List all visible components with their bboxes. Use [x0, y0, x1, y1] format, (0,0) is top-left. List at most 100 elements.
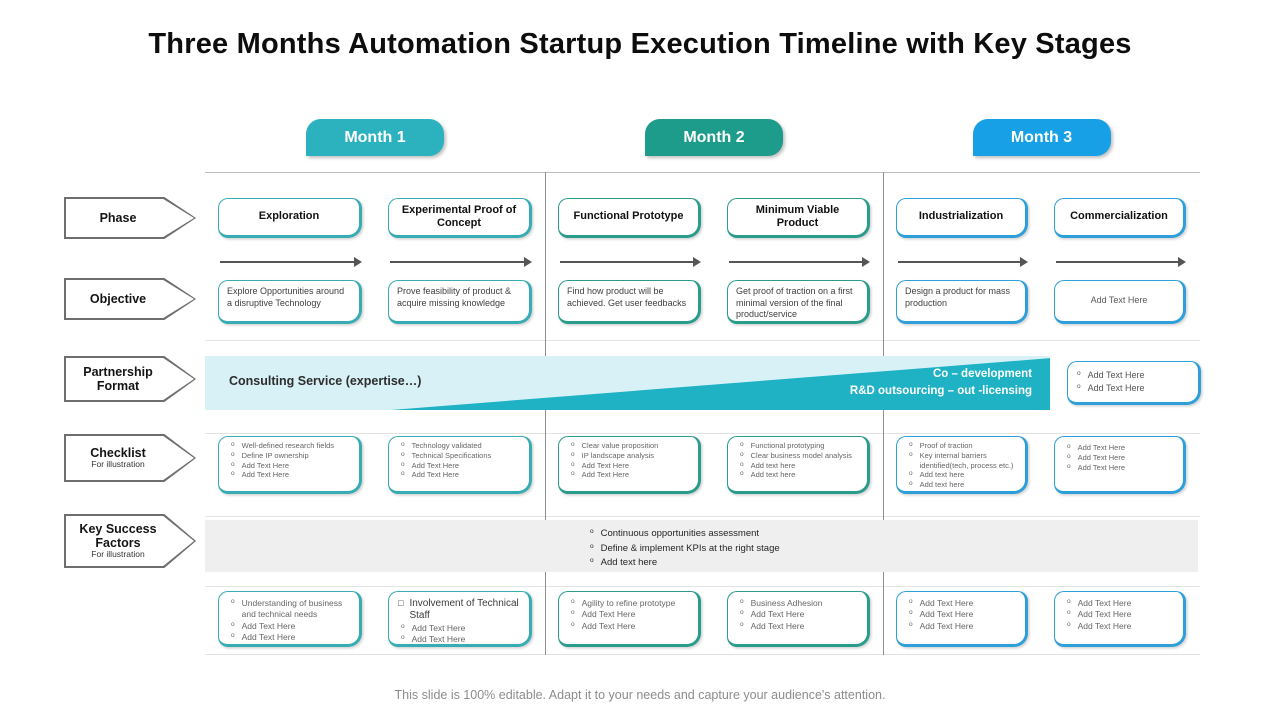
list-item: Add Text Here	[731, 621, 864, 632]
bottom-box: Add Text Here Add Text Here Add Text Her…	[896, 591, 1028, 647]
row-label-objective: Objective	[64, 278, 196, 320]
row-separator	[205, 516, 1200, 517]
objective-row: Explore Opportunities around a disruptiv…	[205, 280, 1200, 324]
column-divider	[883, 172, 884, 655]
page-title: Three Months Automation Startup Executio…	[148, 28, 1132, 60]
right-arrow-icon	[560, 257, 701, 267]
footer-note: This slide is 100% editable. Adapt it to…	[394, 688, 886, 702]
phase-box: Exploration	[218, 198, 362, 238]
list-item: Technical Specifications	[392, 451, 526, 461]
list-item: Agility to refine prototype	[562, 598, 695, 609]
list-item: Add Text Here	[392, 461, 526, 471]
label-arrow-fill	[66, 199, 194, 237]
list-item: Add Text Here	[392, 634, 526, 644]
row-label-checklist: Checklist For illustration	[64, 434, 196, 482]
partnership-left-text: Consulting Service (expertise…)	[229, 374, 422, 388]
phase-box: Minimum Viable Product	[727, 198, 870, 238]
arrow-row	[205, 256, 1200, 267]
list-item: Define & implement KPIs at the right sta…	[581, 542, 780, 557]
list-item: Add text here	[731, 461, 864, 471]
checklist-box: Technology validated Technical Specifica…	[388, 436, 532, 494]
bottom-box: Involvement of Technical Staff Add Text …	[388, 591, 532, 647]
label-arrow-fill	[66, 436, 194, 480]
list-item: Add Text Here	[222, 632, 356, 643]
checklist-box: Proof of traction Key internal barriers …	[896, 436, 1028, 494]
list-item: Add text here	[900, 480, 1022, 490]
partnership-band: Consulting Service (expertise…) Co – dev…	[205, 356, 1050, 410]
phase-box: Commercialization	[1054, 198, 1186, 238]
list-item: Add Text Here	[900, 609, 1022, 620]
month-2-tab: Month 2	[645, 119, 783, 156]
phase-box: Functional Prototype	[558, 198, 701, 238]
row-label-subtext: For illustration	[91, 549, 145, 560]
column-divider	[545, 172, 546, 655]
label-arrow-fill	[66, 358, 194, 400]
partnership-side-box: Add Text Here Add Text Here	[1067, 361, 1201, 405]
list-item: Involvement of Technical Staff	[392, 598, 526, 622]
bottom-box: Business Adhesion Add Text Here Add Text…	[727, 591, 870, 647]
objective-box: Add Text Here	[1054, 280, 1186, 324]
bottom-box: Understanding of business and technical …	[218, 591, 362, 647]
list-item: Add Text Here	[1068, 369, 1198, 383]
row-label-phase: Phase	[64, 197, 196, 239]
wedge-line: R&D outsourcing – out -licensing	[849, 384, 1032, 397]
list-item: Clear business model analysis	[731, 451, 864, 461]
row-label-subtext: For illustration	[91, 459, 145, 470]
objective-box: Find how product will be achieved. Get u…	[558, 280, 701, 324]
grid-bottom-line	[205, 654, 1200, 655]
list-item: Add Text Here	[731, 609, 864, 620]
row-label-text: Objective	[89, 292, 147, 306]
list-item: Continuous opportunities assessment	[581, 527, 780, 542]
row-label-partnership: Partnership Format	[64, 356, 196, 402]
list-item: Add text here	[900, 470, 1022, 480]
list-item: Add Text Here	[562, 461, 695, 471]
list-item: Technology validated	[392, 441, 526, 451]
list-item: Add Text Here	[1058, 463, 1180, 473]
list-item: Business Adhesion	[731, 598, 864, 609]
list-item: Add Text Here	[392, 470, 526, 480]
list-item: Key internal barriers identified(tech, p…	[900, 451, 1022, 471]
timeline-grid: Exploration Experimental Proof of Concep…	[205, 172, 1201, 655]
objective-box: Get proof of traction on a first minimal…	[727, 280, 870, 324]
checklist-box: Well-defined research fields Define IP o…	[218, 436, 362, 494]
checklist-box: Clear value proposition IP landscape ana…	[558, 436, 701, 494]
list-item: Define IP ownership	[222, 451, 356, 461]
row-label-text: Phase	[99, 211, 137, 225]
row-separator	[205, 340, 1200, 341]
row-separator	[205, 433, 1200, 434]
list-item: Add Text Here	[900, 621, 1022, 632]
key-success-band: Continuous opportunities assessment Defi…	[205, 520, 1198, 572]
phase-box: Industrialization	[896, 198, 1028, 238]
month-1-tab: Month 1	[306, 119, 444, 156]
grid-top-line	[205, 172, 1200, 173]
objective-box: Prove feasibility of product & acquire m…	[388, 280, 532, 324]
list-item: Add Text Here	[562, 470, 695, 480]
key-success-list: Continuous opportunities assessment Defi…	[581, 527, 780, 571]
phase-row: Exploration Experimental Proof of Concep…	[205, 198, 1200, 238]
list-item: Add Text Here	[1058, 621, 1180, 632]
list-item: Add Text Here	[222, 470, 356, 480]
list-item: Add Text Here	[392, 623, 526, 634]
phase-box: Experimental Proof of Concept	[388, 198, 532, 238]
row-label-text: Checklist	[90, 446, 146, 461]
right-arrow-icon	[898, 257, 1028, 267]
list-item: Add text here	[731, 470, 864, 480]
objective-box: Explore Opportunities around a disruptiv…	[218, 280, 362, 324]
wedge-line: Co – development	[932, 368, 1032, 380]
bottom-box: Add Text Here Add Text Here Add Text Her…	[1054, 591, 1186, 647]
row-label-text: Partnership Format	[83, 365, 153, 393]
bottom-box: Agility to refine prototype Add Text Her…	[558, 591, 701, 647]
list-item: Add Text Here	[1058, 453, 1180, 463]
checklist-row: Well-defined research fields Define IP o…	[205, 436, 1200, 494]
list-item: Add Text Here	[222, 461, 356, 471]
right-arrow-icon	[390, 257, 532, 267]
list-item: Functional prototyping	[731, 441, 864, 451]
list-item: Add Text Here	[900, 598, 1022, 609]
label-arrow-fill	[66, 516, 194, 566]
list-item: IP landscape analysis	[562, 451, 695, 461]
bottom-row: Understanding of business and technical …	[205, 591, 1200, 647]
list-item: Add Text Here	[1058, 598, 1180, 609]
list-item: Add Text Here	[1068, 382, 1198, 396]
right-arrow-icon	[220, 257, 362, 267]
